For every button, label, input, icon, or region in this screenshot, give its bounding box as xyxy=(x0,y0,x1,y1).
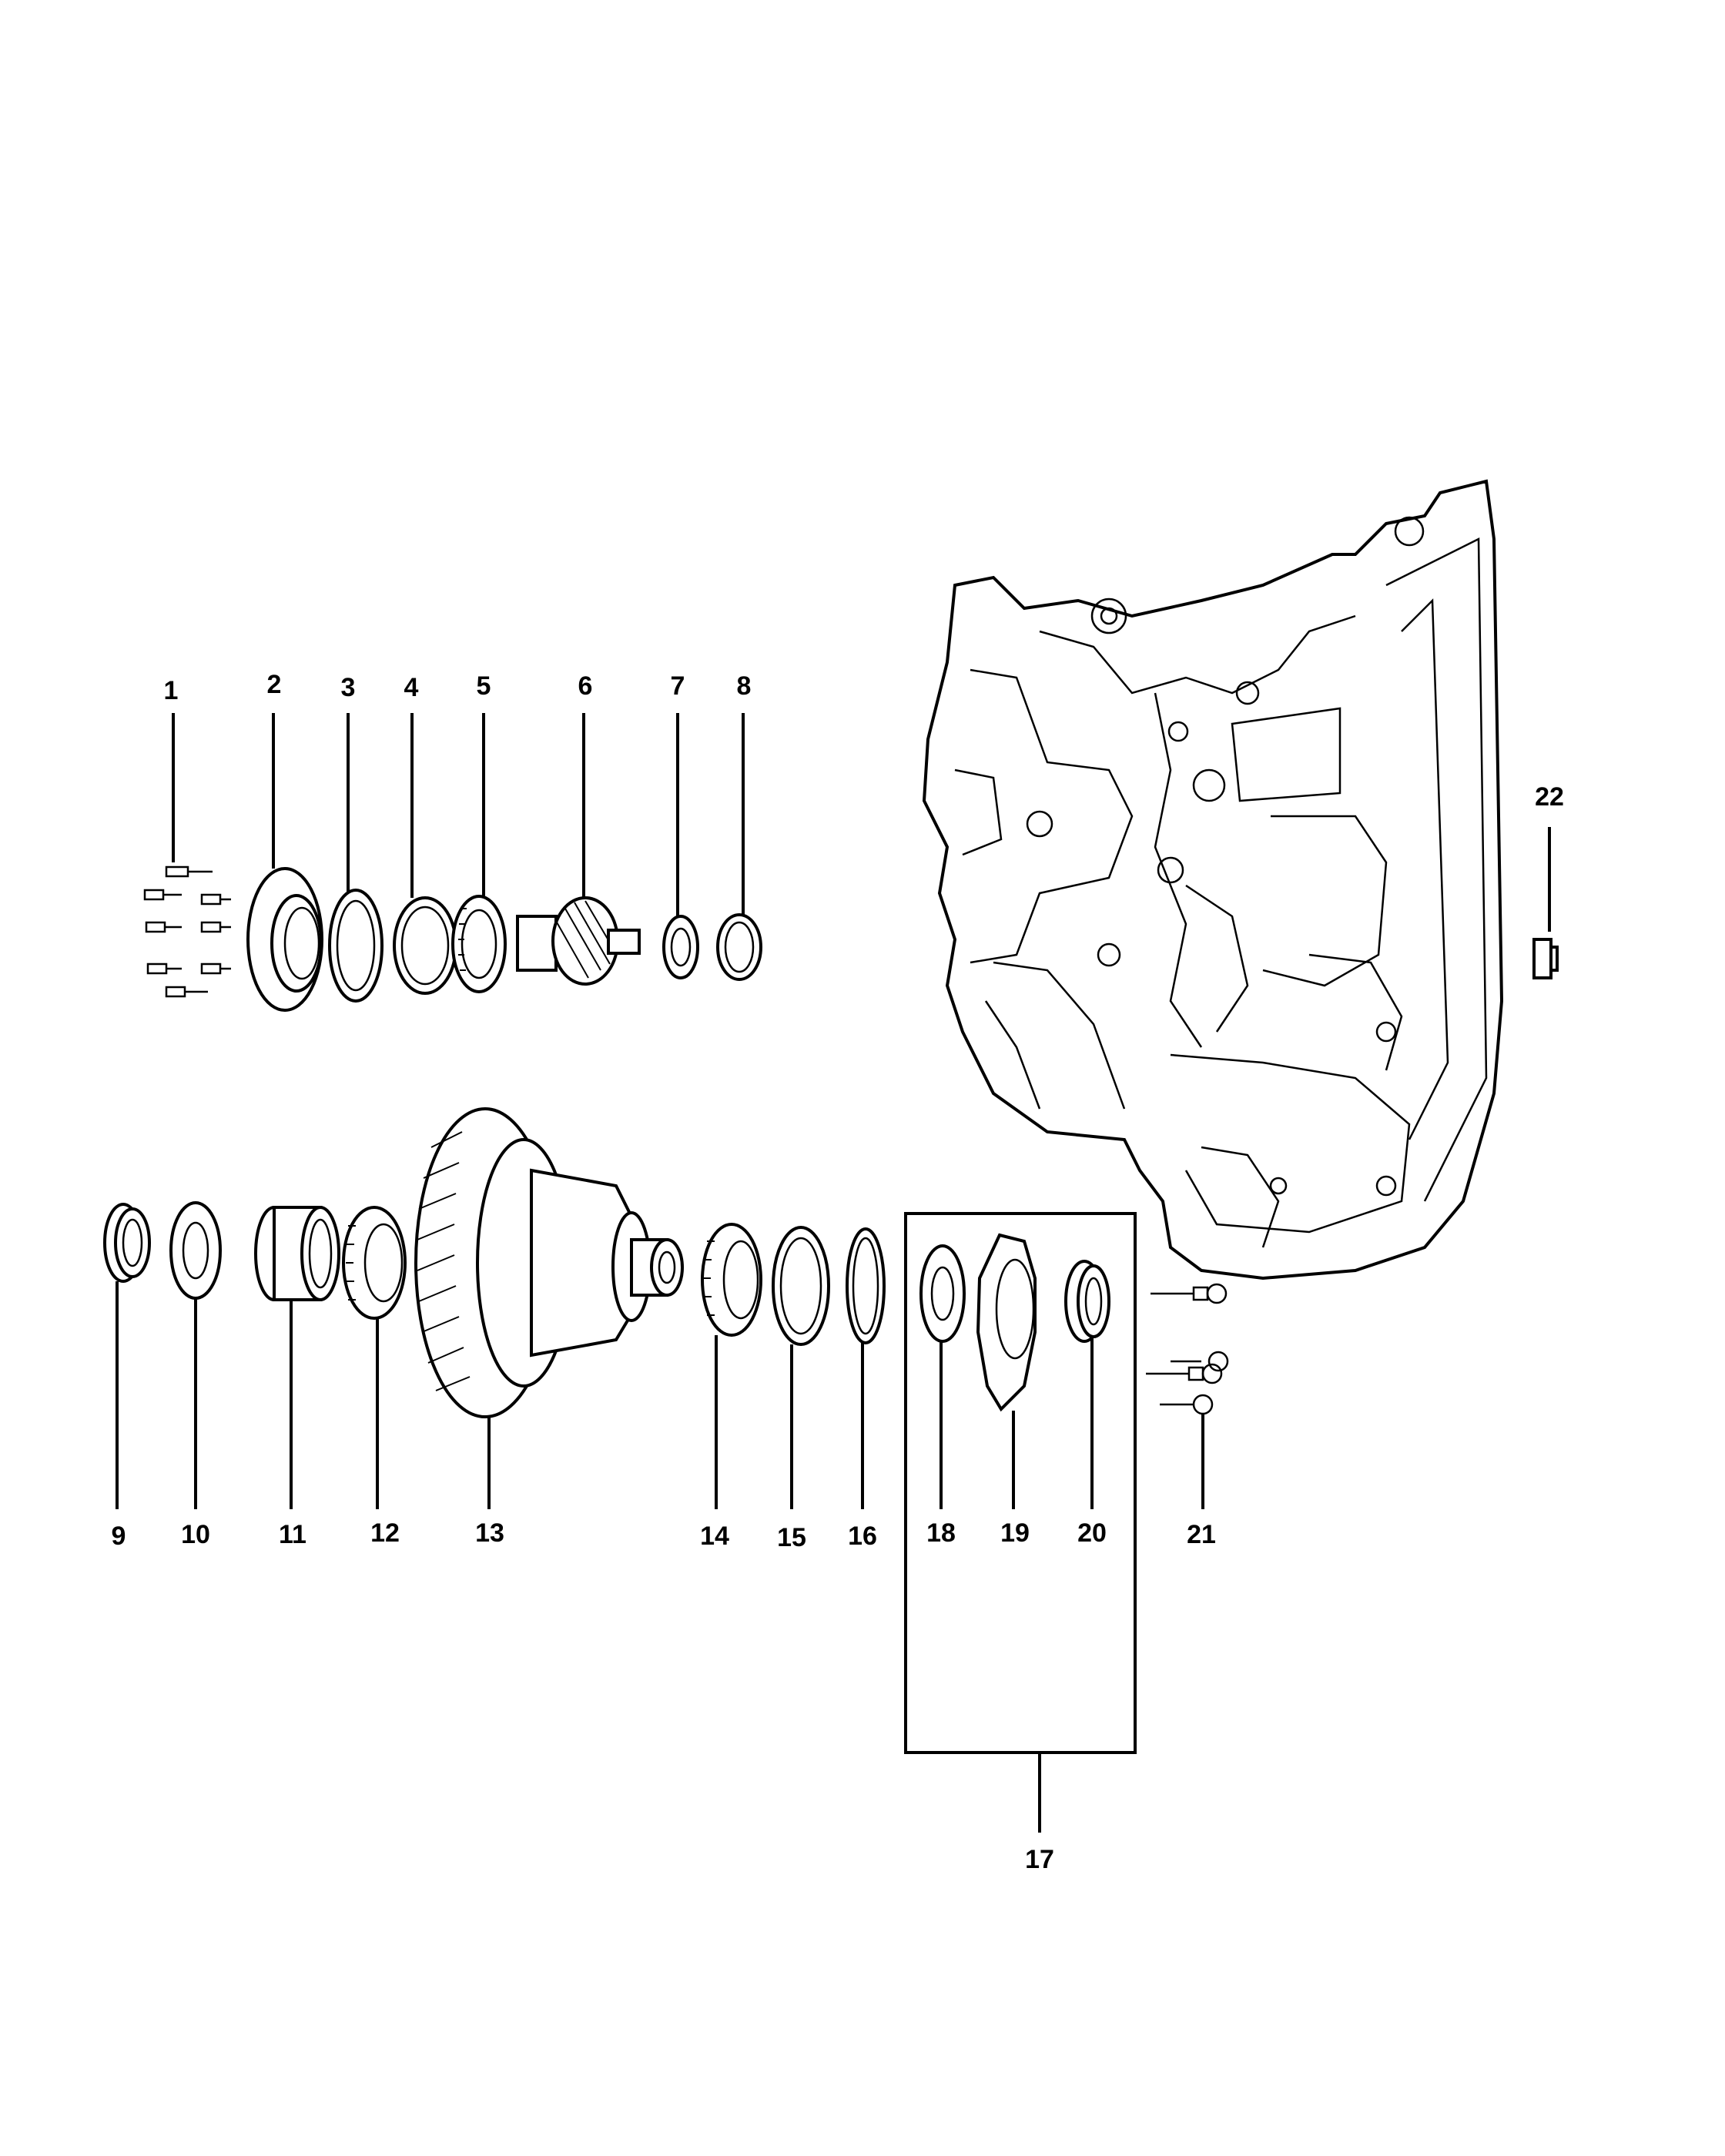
part-15-bearing-cup xyxy=(772,1226,830,1509)
callout-11: 11 xyxy=(279,1520,306,1549)
part-19-retainer xyxy=(976,1233,1037,1509)
callout-1: 1 xyxy=(164,676,179,705)
callout-15: 15 xyxy=(777,1523,806,1552)
callout-16: 16 xyxy=(848,1522,877,1551)
callout-13: 13 xyxy=(475,1518,504,1548)
part-5-bearing xyxy=(451,713,507,993)
part-2-retainer xyxy=(246,713,323,1012)
callout-8: 8 xyxy=(737,671,752,701)
callout-7: 7 xyxy=(671,671,685,701)
callout-9: 9 xyxy=(112,1522,126,1551)
part-22-plug xyxy=(1532,827,1559,979)
callout-21: 21 xyxy=(1187,1520,1216,1549)
callout-3: 3 xyxy=(341,673,356,702)
callout-6: 6 xyxy=(578,671,593,701)
part-9-seal xyxy=(103,1203,151,1509)
part-18-shim xyxy=(919,1244,966,1509)
callout-17: 17 xyxy=(1025,1845,1054,1874)
transaxle-case xyxy=(922,479,1504,1281)
callout-20: 20 xyxy=(1077,1518,1107,1548)
part-17-kit xyxy=(904,1212,1137,1833)
part-6-transfer-gear xyxy=(516,713,641,986)
callout-12: 12 xyxy=(370,1518,400,1548)
part-8-bearing-cup xyxy=(716,713,762,981)
part-11-bearing-cup xyxy=(254,1206,340,1509)
callout-5: 5 xyxy=(477,671,491,701)
part-12-bearing xyxy=(342,1206,407,1509)
part-10-shim xyxy=(169,1201,222,1509)
part-14-bearing xyxy=(701,1223,762,1509)
callout-22: 22 xyxy=(1535,782,1564,812)
callout-labels: 1 2 3 4 5 6 7 8 9 10 11 12 13 14 15 16 1… xyxy=(112,670,1564,1874)
callout-2: 2 xyxy=(267,670,282,699)
callout-19: 19 xyxy=(1000,1518,1030,1548)
part-1-bolts xyxy=(143,713,231,998)
part-7-bearing xyxy=(662,713,699,979)
callout-18: 18 xyxy=(926,1518,956,1548)
part-20-seal xyxy=(1064,1260,1110,1509)
part-4-bearing-cup xyxy=(393,713,457,995)
part-13-differential xyxy=(414,1107,684,1509)
part-3-shim xyxy=(328,713,384,1003)
part-21-bolts xyxy=(1146,1283,1229,1509)
callout-10: 10 xyxy=(181,1520,210,1549)
callout-14: 14 xyxy=(700,1522,729,1551)
callout-4: 4 xyxy=(404,673,419,702)
part-16-shim xyxy=(846,1227,886,1509)
